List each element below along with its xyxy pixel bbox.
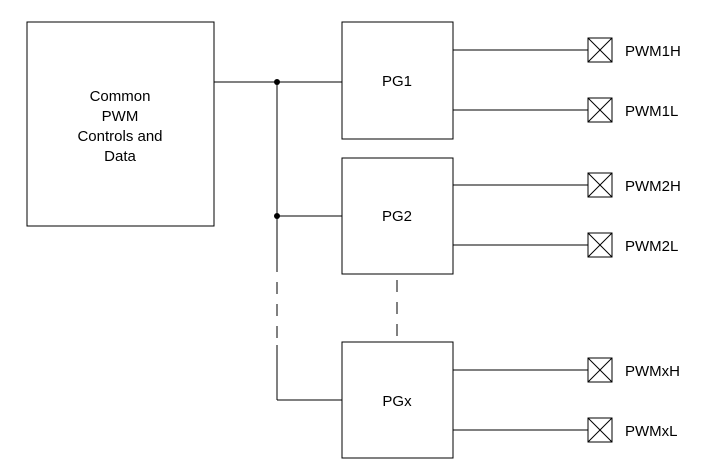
pin-pwm1h: PWM1H (587, 37, 681, 63)
pgx-box (341, 341, 454, 459)
pin-pwm2l: PWM2L (587, 232, 678, 258)
common-line-4: Data (104, 148, 136, 165)
pg2-generator: PG2 (341, 157, 588, 275)
pin-label: PWM2H (625, 178, 681, 195)
pin-label: PWM1H (625, 43, 681, 60)
common-line-1: Common (90, 88, 151, 105)
junction-dot-2 (274, 213, 280, 219)
pin-pwm2h: PWM2H (587, 172, 681, 198)
pin-pwm1l: PWM1L (587, 97, 678, 123)
pin-label: PWMxL (625, 423, 678, 440)
junction-dot-1 (274, 79, 280, 85)
pg1-label: PG1 (382, 73, 412, 90)
pin-label: PWM2L (625, 238, 678, 255)
pg1-box (341, 21, 454, 140)
pg1-generator: PG1 (341, 21, 588, 140)
pgx-label: PGx (382, 393, 412, 410)
common-pwm-box (26, 21, 215, 227)
pgx-generator: PGx (341, 341, 588, 459)
control-bus (214, 79, 342, 401)
common-line-3: Controls and (77, 128, 162, 145)
pin-label: PWMxH (625, 363, 680, 380)
pg2-label: PG2 (382, 208, 412, 225)
pin-pwmxl: PWMxL (587, 417, 678, 443)
common-line-2: PWM (102, 108, 139, 125)
output-pins: PWM1H PWM1L PWM2H PWM2L PWMxH (587, 37, 681, 443)
pg2-box (341, 157, 454, 275)
pin-label: PWM1L (625, 103, 678, 120)
pin-pwmxh: PWMxH (587, 357, 680, 383)
common-pwm-block: Common PWM Controls and Data (26, 21, 215, 227)
